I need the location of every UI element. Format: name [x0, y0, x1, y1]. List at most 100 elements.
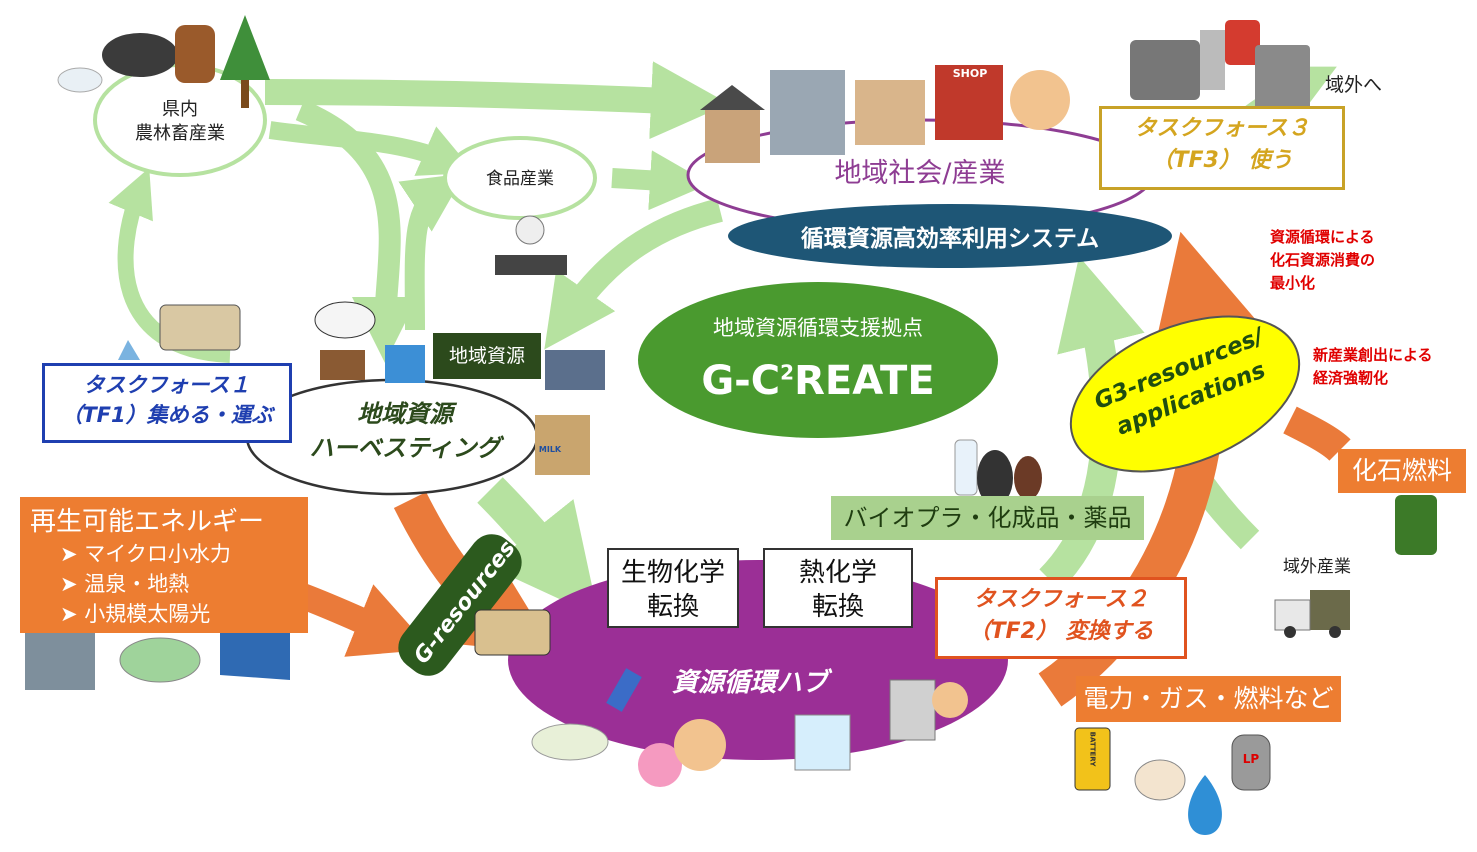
center-label: 地域資源循環支援拠点	[713, 316, 923, 340]
house-icon	[705, 108, 760, 163]
pig-icon	[102, 33, 178, 77]
logo-tail: REATE	[794, 358, 935, 404]
water-drop-icon	[1188, 775, 1222, 835]
food-oval	[443, 136, 597, 220]
petri-dish-icon	[531, 723, 609, 761]
center-logo: G-C2REATE	[660, 358, 976, 404]
hub-icons	[474, 609, 968, 787]
arrow-society-to-harvest	[544, 198, 723, 350]
beaker-icon	[794, 714, 851, 771]
tf2-subtitle: （TF2） 変換する	[968, 619, 1154, 644]
products-icons	[954, 439, 1042, 506]
arrow-harvest-to-food	[398, 173, 465, 331]
g3-shape	[1069, 315, 1301, 473]
arrow-food-to-society	[611, 150, 710, 211]
lp-gas-icon	[1231, 734, 1271, 791]
boxes-icon	[535, 415, 590, 475]
system-label: 循環資源高効率利用システム	[800, 226, 1100, 252]
arrow-renewable-to-hub	[295, 582, 432, 657]
engineer-icon	[932, 682, 968, 718]
renewable-item-3: ➤ 小規模太陽光	[60, 602, 211, 626]
battery-icon	[1074, 727, 1111, 791]
tf2-box: タスクフォース２ （TF2） 変換する	[935, 577, 1187, 659]
thermo-conversion-box: 熱化学転換	[763, 548, 913, 628]
oil-jug-icon	[1134, 759, 1186, 801]
farm-icons	[57, 15, 270, 108]
renewable-item-1: ➤ マイクロ小水力	[60, 542, 231, 566]
silk-cocoon-icon	[57, 67, 103, 93]
water-wheel-icon	[25, 625, 95, 690]
people-icon	[1010, 70, 1070, 130]
gas-tank-icon	[1200, 30, 1225, 90]
harvest-label-line2: ハーベスティング	[309, 434, 501, 462]
tf1-icons	[118, 304, 241, 360]
truck-icon	[1274, 590, 1350, 638]
renewable-title: 再生可能エネルギー	[30, 507, 265, 537]
milk-text: MILK	[538, 445, 562, 454]
shop-icon	[935, 65, 1003, 140]
arrow-farm-to-food	[268, 121, 475, 176]
tf1-title: タスクフォース１	[83, 373, 251, 397]
food-label: 食品産業	[486, 169, 554, 189]
shop-sign: SHOP	[952, 67, 988, 80]
arrow-harvest-to-hub	[477, 477, 599, 618]
apartment-icon	[770, 70, 845, 155]
arrow-farm-to-society	[264, 61, 729, 140]
mushroom-icon	[175, 25, 215, 83]
arrow-farm-to-harvest	[295, 99, 419, 363]
renewable-icons	[25, 625, 290, 690]
energy-icons	[1074, 727, 1271, 835]
renewable-item-2: ➤ 温泉・地熱	[60, 572, 190, 596]
fuel-can-icon	[1225, 20, 1260, 65]
system-oval	[728, 204, 1172, 268]
tf1-subtitle: （TF1）集める・運ぶ	[61, 403, 273, 427]
tree-icon	[220, 15, 270, 80]
fossil-box: 化石燃料	[1338, 449, 1466, 493]
harvest-tag: 地域資源	[433, 333, 541, 379]
rail-car-icon	[159, 304, 241, 351]
pipette-icon	[606, 668, 642, 712]
tf2-title: タスクフォース２	[973, 587, 1149, 612]
harvest-label: 地域資源 ハーベスティング	[300, 397, 510, 465]
farm-label-line2: 農林畜産業	[135, 123, 225, 144]
logo-sup: 2	[780, 360, 795, 385]
tf3-subtitle: （TF3） 使う	[1151, 148, 1293, 173]
lp-text: LP	[1242, 752, 1260, 766]
cow-icon	[314, 301, 376, 339]
logo-main: G-C	[701, 358, 781, 404]
farm-label: 県内 農林畜産業	[130, 98, 230, 146]
tf3-box: タスクフォース３ （TF3） 使う	[1099, 106, 1345, 190]
farm-label-line1: 県内	[162, 99, 198, 120]
tf1-box: タスクフォース１ （TF1）集める・運ぶ	[42, 363, 292, 443]
generator-icon	[1255, 45, 1310, 110]
energy-box: 電力・ガス・燃料など	[1076, 676, 1341, 722]
wood-chips-icon	[320, 350, 365, 380]
waste-bin-icon	[385, 345, 425, 383]
outside-industry-label: 域外産業	[1283, 557, 1351, 577]
bottle-icon	[954, 439, 978, 496]
engine-icon	[1130, 40, 1200, 100]
outside-label: 域外へ	[1325, 74, 1383, 96]
vase-icon	[1014, 456, 1042, 500]
outside-icons	[1130, 20, 1310, 110]
flask-icon	[638, 743, 682, 787]
harvest-label-line1: 地域資源	[357, 400, 453, 428]
bio-conversion-box: 生物化学転換	[607, 548, 739, 628]
scientist-icon	[674, 719, 726, 771]
train-icon	[474, 609, 551, 656]
fossil-icons	[1395, 495, 1437, 555]
tf3-title: タスクフォース３	[1134, 116, 1310, 141]
tire-icon	[977, 450, 1013, 506]
clothes-icon	[545, 350, 605, 390]
battery-text: BATTERY	[1088, 731, 1097, 767]
gres-shape	[398, 534, 522, 676]
solar-panel-icon	[220, 625, 290, 680]
note-economic-resilience: 新産業創出による 経済強靭化	[1313, 346, 1433, 387]
control-panel-icon	[889, 679, 936, 741]
hub-title: 資源循環ハブ	[671, 668, 828, 698]
society-icons	[700, 65, 1070, 163]
home-icon	[855, 80, 925, 145]
renewable-box: 再生可能エネルギー ➤ マイクロ小水力 ➤ 温泉・地熱 ➤ 小規模太陽光	[20, 497, 308, 633]
